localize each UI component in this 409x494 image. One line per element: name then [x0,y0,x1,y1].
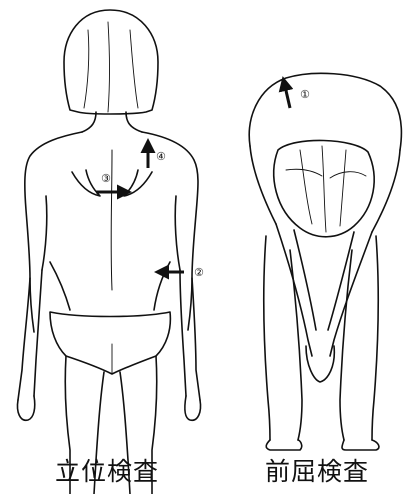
marker-1 [284,82,290,108]
hair [64,10,158,114]
standing-figure [17,10,200,494]
marker-2-label: ② [194,266,204,279]
caption-standing-exam: 立位検査 [55,452,159,488]
torso-right [142,132,198,330]
underwear [50,312,170,374]
caption-forward-bend-exam: 前屈検査 [265,452,369,488]
torso-left [25,132,82,332]
marker-3-label: ③ [101,172,111,185]
forward-bend-figure [249,73,401,450]
scapula-right [124,170,152,196]
back-contour [249,73,401,150]
spine [111,150,112,290]
scapula-left [72,170,100,196]
marker-4-label: ④ [156,150,166,163]
marker-1-label: ① [300,88,310,101]
